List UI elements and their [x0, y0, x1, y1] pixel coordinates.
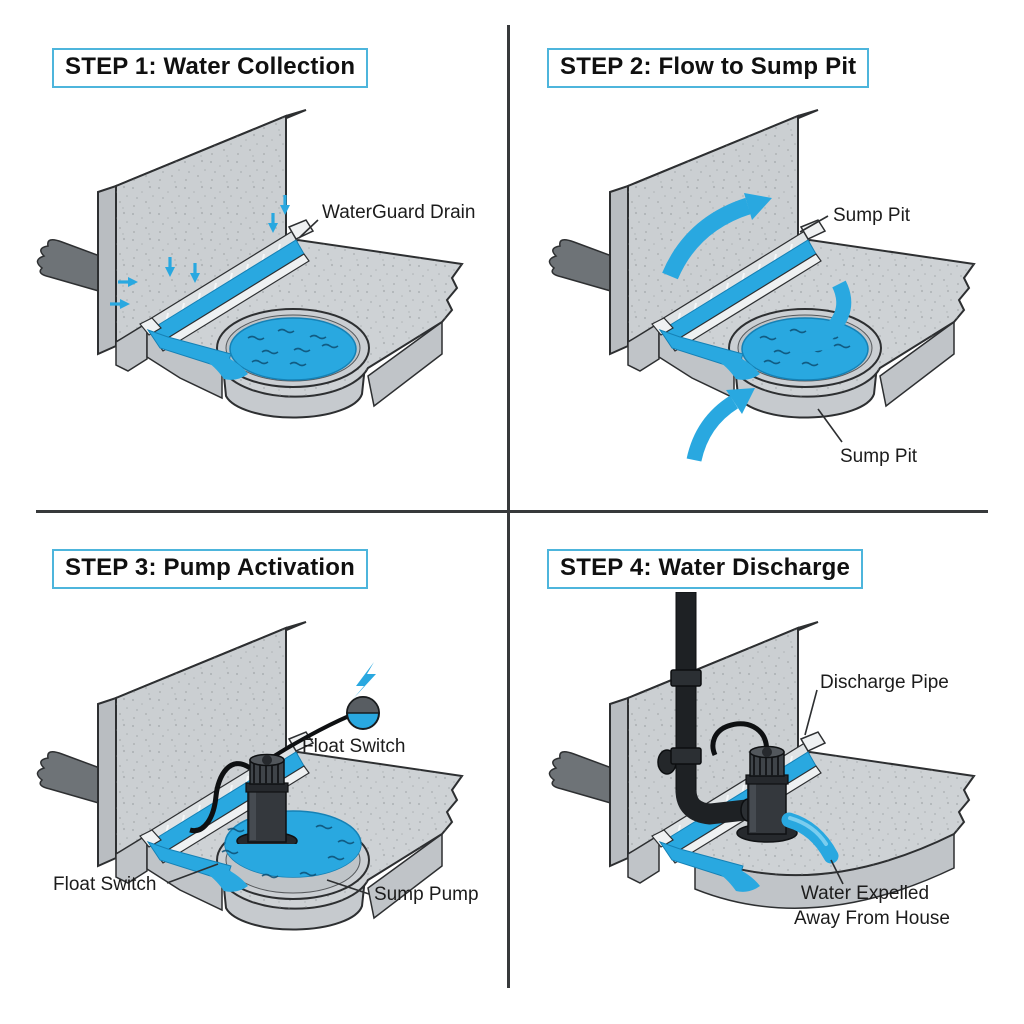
- float-switch-ball-top: [346, 696, 380, 714]
- expelled-water-highlight: [788, 816, 828, 846]
- panel-divider-vertical: [507, 25, 510, 988]
- leader-line: [166, 863, 219, 884]
- label-sump-pit-top: Sump Pit: [833, 205, 911, 226]
- label-waterguard-drain: WaterGuard Drain: [322, 202, 475, 223]
- step-3-illustration: Float Switch Float Switch Sump Pump: [36, 621, 479, 931]
- curved-arrow-icon: [817, 280, 852, 344]
- panel-step-1: STEP 1: Water Collection Wate: [0, 0, 512, 512]
- leader-line: [799, 215, 829, 233]
- step-3-title: STEP 3: Pump Activation: [52, 549, 368, 589]
- sump-pit-water: [229, 317, 357, 381]
- water-ripples: [247, 328, 339, 367]
- step-1-illustration: WaterGuard Drain: [36, 109, 475, 419]
- leader-line: [817, 408, 843, 443]
- label-water-expelled-line1: Water Expelled: [801, 883, 929, 904]
- label-sump-pit-bottom: Sump Pit: [840, 446, 918, 467]
- panel-step-2: STEP 2: Flow to Sump Pit Sump: [512, 0, 1024, 512]
- water-surface-front: [225, 844, 361, 877]
- leader-line: [298, 219, 319, 239]
- pump-power-cable: [189, 761, 252, 834]
- label-water-expelled-line2: Away From House: [794, 908, 950, 929]
- expelled-water-flow: [781, 812, 839, 864]
- label-discharge-pipe: Discharge Pipe: [820, 672, 949, 693]
- lightning-bolt-icon: [353, 662, 376, 699]
- curved-arrow-icon: [662, 197, 751, 280]
- panel-step-4: STEP 4: Water Discharge Discharge Pipe W…: [512, 512, 1024, 1024]
- arrowhead: [726, 388, 755, 414]
- step-4-title: STEP 4: Water Discharge: [547, 549, 864, 589]
- arrowhead: [802, 327, 831, 353]
- water-ripples: [221, 824, 355, 879]
- panel-step-3: STEP 3: Pump Activation Float Switch Flo…: [0, 512, 512, 1024]
- step-2-illustration: Sump Pit Sump Pit: [548, 109, 975, 467]
- label-sump-pump: Sump Pump: [374, 884, 479, 905]
- step-4-illustration: Discharge Pipe Water Expelled Away From …: [548, 592, 975, 929]
- label-float-switch-lower: Float Switch: [53, 874, 156, 895]
- leader-line: [830, 859, 844, 885]
- step-1-title: STEP 1: Water Collection: [52, 48, 369, 88]
- flow-arrows: [662, 193, 852, 462]
- step-2-title: STEP 2: Flow to Sump Pit: [547, 48, 870, 88]
- arrowhead: [744, 193, 772, 220]
- label-float-switch-upper: Float Switch: [302, 736, 405, 757]
- pump-power-cable: [710, 721, 769, 757]
- leader-line: [326, 879, 370, 895]
- curved-arrow-icon: [686, 395, 739, 462]
- panel-divider-horizontal: [36, 510, 988, 513]
- leader-line: [804, 689, 818, 736]
